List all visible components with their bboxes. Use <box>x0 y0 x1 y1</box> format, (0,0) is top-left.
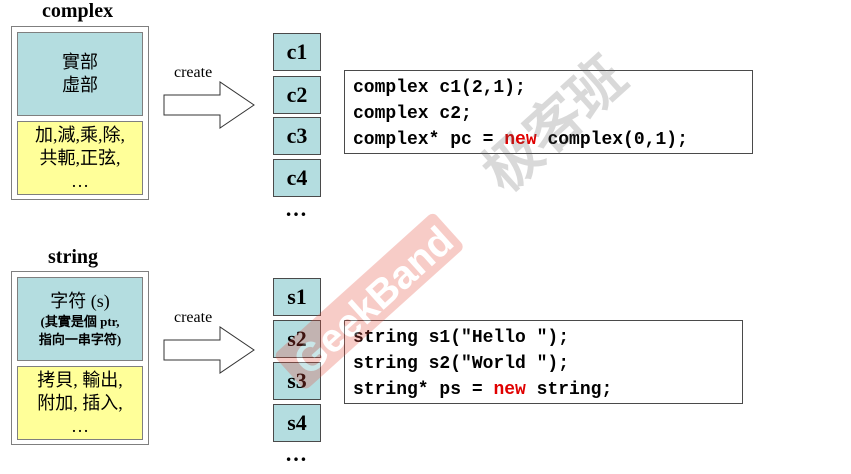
complex-more-dots: … <box>285 196 307 221</box>
complex-member-real: 實部 <box>62 52 98 72</box>
complex-code-line3-post: complex(0,1); <box>536 130 688 150</box>
string-object-s1: s1 <box>273 278 321 316</box>
complex-code-line3-pre: complex* pc = <box>353 130 505 150</box>
watermark-text-cn: 极客班 <box>471 45 639 206</box>
string-code-line3-pre: string* ps = <box>353 380 494 400</box>
watermark-text-main: GeekBand <box>285 219 461 384</box>
complex-create-arrow <box>163 81 255 129</box>
complex-object-c2: c2 <box>273 76 321 114</box>
string-member-note1: (其實是個 ptr, <box>40 314 120 329</box>
string-member-note2: 指向一串字符) <box>38 332 122 347</box>
string-object-s2: s2 <box>273 320 321 358</box>
complex-code-line3: complex* pc = new complex(0,1); <box>353 127 744 153</box>
string-title: string <box>48 246 98 268</box>
complex-methods-line2: 共軛,正弦, <box>39 147 121 168</box>
complex-object-c3: c3 <box>273 117 321 155</box>
watermark-banner <box>275 213 463 389</box>
string-class-box: 字符 (s) (其實是個 ptr, 指向一串字符) 拷貝, 輸出, 附加, 插入… <box>11 271 149 445</box>
string-create-arrow <box>163 326 255 374</box>
string-code-new-keyword: new <box>493 380 526 400</box>
complex-methods: 加,減,乘,除, 共軛,正弦, … <box>17 121 143 195</box>
string-object-s3: s3 <box>273 362 321 400</box>
string-member-chars: 字符 (s) <box>50 291 110 311</box>
complex-code-line2: complex c2; <box>353 104 472 124</box>
complex-methods-ellipsis: … <box>71 170 89 191</box>
string-methods: 拷貝, 輸出, 附加, 插入, … <box>17 366 143 440</box>
string-code-line2: string s2("World "); <box>353 354 570 374</box>
string-create-label: create <box>174 309 213 326</box>
string-methods-line2: 附加, 插入, <box>37 392 123 413</box>
string-methods-line1: 拷貝, 輸出, <box>37 369 123 390</box>
complex-code-box: complex c1(2,1); complex c2; complex* pc… <box>344 70 753 154</box>
complex-create-label: create <box>174 64 213 81</box>
complex-data-members: 實部 虛部 <box>17 32 143 116</box>
complex-object-c1: c1 <box>273 33 321 71</box>
string-code-line3: string* ps = new string; <box>353 377 734 403</box>
complex-methods-line1: 加,減,乘,除, <box>35 124 125 145</box>
complex-member-imag: 虛部 <box>62 75 98 95</box>
string-code-line3-post: string; <box>525 380 613 400</box>
string-more-dots: … <box>285 441 307 466</box>
complex-title: complex <box>42 0 114 22</box>
complex-code-line1: complex c1(2,1); <box>353 78 526 98</box>
complex-object-c4: c4 <box>273 159 321 197</box>
string-data-members: 字符 (s) (其實是個 ptr, 指向一串字符) <box>17 277 143 361</box>
complex-code-new-keyword: new <box>504 130 537 150</box>
string-methods-ellipsis: … <box>71 415 89 436</box>
complex-class-box: 實部 虛部 加,減,乘,除, 共軛,正弦, … <box>11 26 149 200</box>
string-code-line1: string s1("Hello "); <box>353 328 570 348</box>
string-code-box: string s1("Hello "); string s2("World ")… <box>344 320 743 404</box>
string-object-s4: s4 <box>273 404 321 442</box>
